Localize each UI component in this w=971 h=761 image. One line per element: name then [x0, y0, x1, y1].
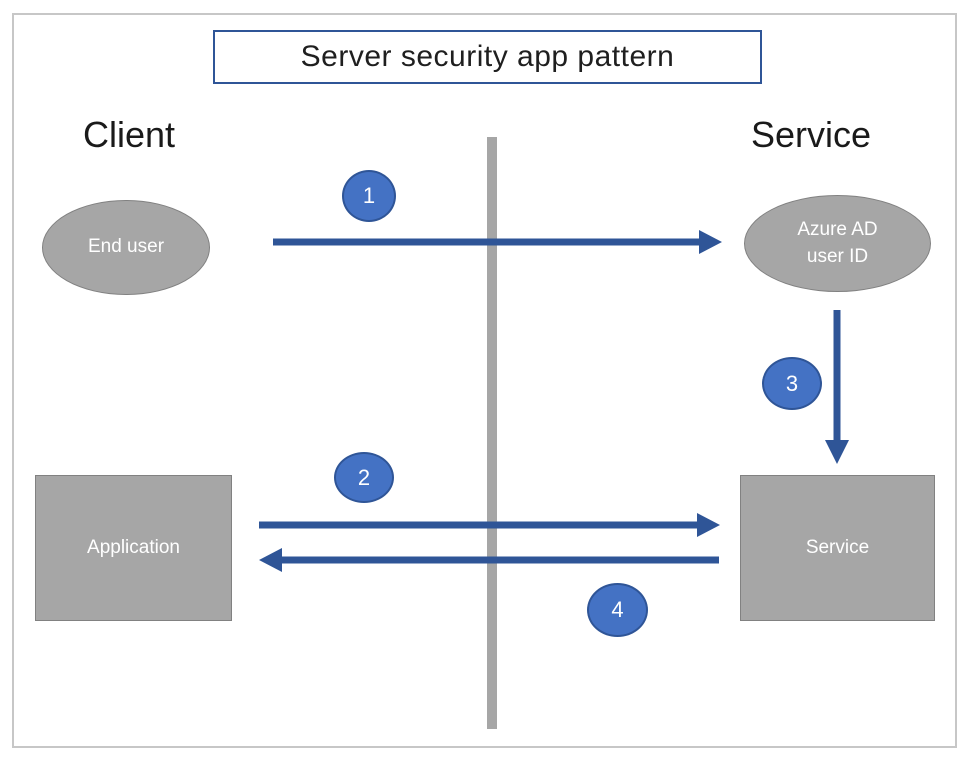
service-column-label: Service [751, 114, 872, 155]
end-user-node: End user [42, 200, 210, 295]
step-number-4: 4 [611, 597, 624, 622]
step-number-2: 2 [357, 464, 371, 490]
step-badge-1: 1 [342, 170, 396, 222]
step-badge-3: 3 [762, 357, 822, 410]
diagram-title: Server security app pattern [300, 40, 675, 73]
azure-ad-label-line1: Azure AD [797, 218, 878, 240]
step-badge-2: 2 [334, 452, 394, 503]
application-node: Application [35, 475, 232, 621]
client-column-label: Client [83, 114, 176, 155]
title-box: Server security app pattern [213, 30, 762, 84]
application-label: Application [87, 536, 180, 558]
service-node: Service [740, 475, 935, 621]
client-service-divider [487, 137, 497, 729]
service-label: Service [805, 536, 870, 558]
end-user-label: End user [87, 236, 165, 258]
azure-ad-label-line2: user ID [806, 245, 869, 267]
azure-ad-user-id-node: Azure AD user ID [744, 195, 931, 292]
step-number-3: 3 [785, 370, 799, 396]
step-badge-4: 4 [587, 583, 648, 637]
step-number-1: 1 [362, 183, 376, 208]
